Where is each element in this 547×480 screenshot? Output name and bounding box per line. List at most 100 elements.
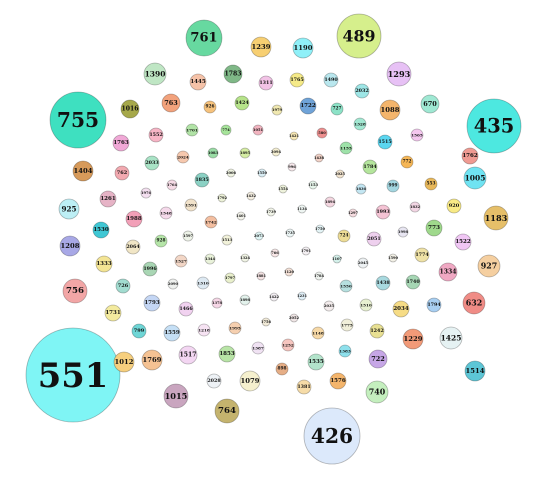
bubble-node[interactable]: 1401 bbox=[236, 211, 247, 221]
bubble-node[interactable]: 1153 bbox=[308, 180, 319, 190]
bubble-node[interactable]: 2032 bbox=[354, 83, 370, 99]
bubble-node[interactable]: 1550 bbox=[257, 168, 268, 178]
bubble-node[interactable]: 1425 bbox=[439, 326, 463, 350]
bubble-node[interactable]: 1764 bbox=[166, 179, 178, 191]
bubble-node[interactable]: 724 bbox=[337, 229, 351, 243]
bubble-node[interactable]: 1333 bbox=[95, 255, 113, 273]
bubble-node[interactable]: 1445 bbox=[189, 73, 207, 91]
bubble-node[interactable]: 1998 bbox=[397, 226, 409, 238]
bubble-node[interactable]: 761 bbox=[185, 19, 223, 57]
bubble-node[interactable]: 1432 bbox=[246, 191, 257, 201]
bubble-node[interactable]: 1763 bbox=[112, 134, 130, 152]
bubble-node[interactable]: 1548 bbox=[159, 206, 173, 220]
bubble-node[interactable]: 740 bbox=[365, 380, 389, 404]
bubble-node[interactable]: 1739 bbox=[266, 207, 277, 217]
bubble-node[interactable]: 1565 bbox=[410, 128, 424, 142]
bubble-node[interactable]: 1051 bbox=[252, 124, 264, 136]
bubble-node[interactable]: 1784 bbox=[314, 271, 325, 281]
bubble-node[interactable]: 762 bbox=[114, 165, 130, 181]
bubble-node[interactable]: 898 bbox=[275, 362, 289, 376]
bubble-node[interactable]: 1293 bbox=[386, 61, 412, 87]
bubble-node[interactable]: 1894 bbox=[324, 196, 336, 208]
bubble-node[interactable]: 727 bbox=[330, 102, 344, 116]
bubble-node[interactable]: 1750 bbox=[315, 224, 326, 234]
bubble-node[interactable]: 1231 bbox=[297, 291, 308, 301]
bubble-node[interactable]: 489 bbox=[336, 13, 382, 59]
bubble-node[interactable]: 1722 bbox=[299, 97, 317, 115]
bubble-node[interactable]: 1311 bbox=[258, 75, 274, 91]
bubble-node[interactable]: 1993 bbox=[375, 204, 391, 220]
bubble-node[interactable]: 2052 bbox=[289, 313, 300, 323]
bubble-node[interactable]: 1853 bbox=[218, 345, 236, 363]
bubble-node[interactable]: 1898 bbox=[239, 294, 251, 306]
bubble-node[interactable]: 773 bbox=[425, 219, 443, 237]
bubble-node[interactable]: 1310 bbox=[196, 276, 210, 290]
bubble-node[interactable]: 920 bbox=[446, 198, 462, 214]
bubble-node[interactable]: 1740 bbox=[405, 274, 421, 290]
bubble-node[interactable]: 1155 bbox=[339, 141, 353, 155]
bubble-node[interactable]: 1381 bbox=[296, 379, 312, 395]
bubble-node[interactable]: 1421 bbox=[289, 131, 300, 141]
bubble-node[interactable]: 1005 bbox=[463, 166, 487, 190]
bubble-node[interactable]: 2024 bbox=[176, 150, 190, 164]
bubble-node[interactable]: 1134 bbox=[297, 204, 308, 214]
bubble-node[interactable]: 1976 bbox=[140, 187, 152, 199]
bubble-node[interactable]: 1783 bbox=[223, 64, 243, 84]
bubble-node[interactable]: 722 bbox=[368, 349, 388, 369]
bubble-node[interactable]: 1261 bbox=[99, 190, 117, 208]
bubble-node[interactable]: 926 bbox=[203, 100, 217, 114]
bubble-node[interactable]: 1079 bbox=[239, 370, 261, 392]
bubble-node[interactable]: 1576 bbox=[329, 372, 347, 390]
bubble-node[interactable]: 1522 bbox=[454, 233, 472, 251]
bubble-node[interactable]: 1590 bbox=[388, 253, 399, 263]
bubble-node[interactable]: 799 bbox=[131, 323, 147, 339]
bubble-node[interactable]: 1701 bbox=[185, 123, 199, 137]
bubble-node[interactable]: 553 bbox=[424, 177, 438, 191]
bubble-node[interactable]: 2034 bbox=[392, 300, 410, 318]
bubble-node[interactable]: 670 bbox=[420, 94, 440, 114]
bubble-node[interactable]: 1083 bbox=[207, 147, 219, 159]
bubble-node[interactable]: 764 bbox=[214, 398, 240, 424]
bubble-node[interactable]: 1784 bbox=[362, 159, 378, 175]
bubble-node[interactable]: 1387 bbox=[251, 341, 265, 355]
bubble-node[interactable]: 1208 bbox=[59, 235, 81, 257]
bubble-node[interactable]: 1792 bbox=[217, 193, 228, 203]
bubble-node[interactable]: 1552 bbox=[148, 127, 164, 143]
bubble-node[interactable]: 435 bbox=[466, 98, 522, 154]
bubble-node[interactable]: 755 bbox=[49, 91, 107, 149]
bubble-node[interactable]: 1390 bbox=[143, 62, 167, 86]
bubble-node[interactable]: 1120 bbox=[284, 267, 295, 277]
bubble-node[interactable]: 1597 bbox=[182, 230, 194, 242]
bubble-node[interactable]: 1344 bbox=[204, 253, 216, 265]
bubble-node[interactable]: 2094 bbox=[271, 147, 282, 157]
bubble-node[interactable]: 1334 bbox=[438, 262, 458, 282]
bubble-node[interactable]: 766 bbox=[270, 248, 280, 258]
bubble-node[interactable]: 1979 bbox=[271, 104, 283, 116]
bubble-node[interactable]: 772 bbox=[400, 155, 414, 169]
bubble-node[interactable]: 1794 bbox=[426, 297, 442, 313]
bubble-node[interactable]: 1490 bbox=[323, 72, 339, 88]
bubble-node[interactable]: 1218 bbox=[197, 323, 211, 337]
bubble-node[interactable]: 1438 bbox=[314, 153, 325, 163]
bubble-node[interactable]: 1107 bbox=[332, 254, 343, 264]
bubble-node[interactable]: 1742 bbox=[204, 215, 218, 229]
bubble-node[interactable]: 1404 bbox=[72, 160, 94, 182]
bubble-node[interactable]: 1515 bbox=[377, 134, 393, 150]
bubble-node[interactable]: 927 bbox=[477, 254, 501, 278]
bubble-node[interactable]: 1438 bbox=[375, 275, 391, 291]
bubble-node[interactable]: 1424 bbox=[234, 95, 250, 111]
bubble-node[interactable]: 1995 bbox=[228, 321, 242, 335]
bubble-node[interactable]: 551 bbox=[25, 327, 121, 423]
bubble-node[interactable]: 1012 bbox=[113, 351, 135, 373]
bubble-node[interactable]: 1591 bbox=[184, 198, 198, 212]
bubble-node[interactable]: 1774 bbox=[414, 247, 430, 263]
bubble-node[interactable]: 1550 bbox=[339, 279, 353, 293]
bubble-node[interactable]: 1510 bbox=[359, 298, 373, 312]
bubble-node[interactable]: 756 bbox=[62, 278, 88, 304]
bubble-node[interactable]: 1517 bbox=[178, 345, 198, 365]
bubble-node[interactable]: 996 bbox=[287, 162, 297, 172]
bubble-node[interactable]: 1513 bbox=[221, 234, 233, 246]
bubble-node[interactable]: 632 bbox=[462, 291, 486, 315]
bubble-node[interactable]: 999 bbox=[386, 179, 400, 193]
bubble-node[interactable]: 763 bbox=[161, 93, 181, 113]
